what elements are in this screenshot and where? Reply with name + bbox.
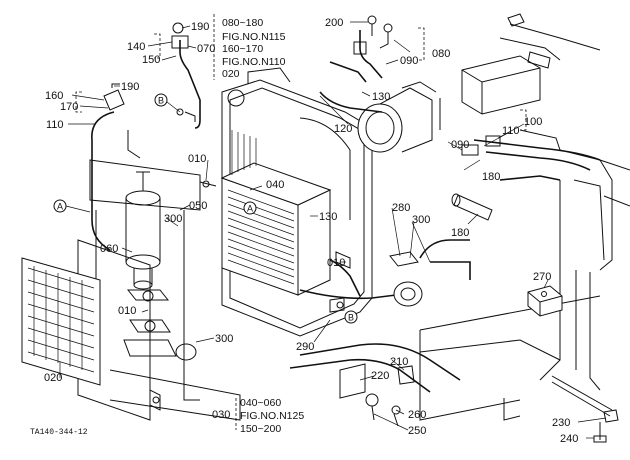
- label-250: 250: [408, 425, 426, 437]
- fasteners: [199, 180, 351, 313]
- label-040: 040: [266, 179, 284, 191]
- ref-bottom-line-1: 040~060: [240, 397, 281, 409]
- hose-left: [91, 83, 125, 251]
- label-130-center: 130: [319, 211, 337, 223]
- label-010-bottom: 010: [118, 305, 136, 317]
- ref-bottom-line-3: 150~200: [240, 423, 281, 435]
- label-070: 070: [197, 43, 215, 55]
- condenser-core: [220, 162, 332, 296]
- lower-pipes: [289, 239, 471, 393]
- tie-rod: [551, 375, 619, 443]
- label-010-top: 010: [188, 153, 206, 165]
- compressor: [357, 81, 441, 153]
- marker-b-center: [344, 310, 358, 324]
- label-010-right: 010: [327, 257, 345, 269]
- label-170: 170: [60, 101, 78, 113]
- label-150: 150: [142, 54, 160, 66]
- marker-b-center-label: B: [348, 313, 354, 323]
- marker-b-top-label: B: [158, 96, 164, 106]
- ref-top-line-1: 080~180: [222, 17, 263, 29]
- label-210: 210: [390, 356, 408, 368]
- ref-top-line-3: 160~170: [222, 43, 263, 55]
- label-300-top: 300: [164, 213, 182, 225]
- ref-top-line-5: 020: [222, 68, 240, 80]
- left-frame: [77, 130, 241, 421]
- label-180-bottom: 180: [451, 227, 469, 239]
- label-130-top: 130: [372, 91, 390, 103]
- reference-note-top: 080~180 FIG.NO.N115 160~170 FIG.NO.N110 …: [222, 17, 286, 80]
- label-240: 240: [560, 433, 578, 445]
- marker-b-top: [154, 93, 168, 107]
- ref-top-line-2: FIG.NO.N115: [222, 31, 286, 43]
- part-labels: 190 140 150 070 190 160 170 110 010 040 …: [44, 17, 578, 445]
- radiator-fins: [231, 130, 257, 175]
- right-frame: [419, 129, 630, 421]
- air-screen: [21, 257, 101, 386]
- reference-note-bottom: 040~060 FIG.NO.N125 150~200: [240, 397, 304, 435]
- label-030: 030: [212, 409, 230, 421]
- label-020: 020: [44, 372, 62, 384]
- label-300-bottom: 300: [215, 333, 233, 345]
- label-080: 080: [432, 48, 450, 60]
- label-270: 270: [533, 271, 551, 283]
- ref-top-line-4: FIG.NO.N110: [222, 56, 286, 68]
- marker-a-center: [243, 201, 257, 215]
- rubber-tube: [451, 193, 493, 221]
- label-190-top: 190: [191, 21, 209, 33]
- ref-bottom-line-2: FIG.NO.N125: [240, 410, 304, 422]
- label-230: 230: [552, 417, 570, 429]
- marker-a-left-label: A: [57, 202, 63, 212]
- right-upper-assembly: [461, 13, 601, 115]
- top-hoses: [319, 15, 393, 113]
- label-050: 050: [189, 200, 207, 212]
- label-090-top: 090: [400, 55, 418, 67]
- label-160: 160: [45, 90, 63, 102]
- label-100: 100: [524, 116, 542, 128]
- drier-brackets: [123, 289, 197, 361]
- label-280: 280: [392, 202, 410, 214]
- label-060: 060: [100, 243, 118, 255]
- label-200: 200: [325, 17, 343, 29]
- label-190-left: 190: [121, 81, 139, 93]
- label-090-right: 090: [451, 139, 469, 151]
- block-270: [527, 285, 563, 317]
- label-110-right: 110: [502, 125, 520, 137]
- receiver-drier: [125, 171, 161, 290]
- lower-clamps: [339, 363, 415, 427]
- label-180-right: 180: [482, 171, 500, 183]
- label-300-right: 300: [412, 214, 430, 226]
- label-140: 140: [127, 41, 145, 53]
- callout-brackets: [75, 14, 527, 430]
- label-290: 290: [296, 341, 314, 353]
- label-260: 260: [408, 409, 426, 421]
- marker-a-center-label: A: [247, 204, 253, 214]
- label-120: 120: [334, 123, 352, 135]
- pipe-upper-left: [171, 22, 201, 129]
- drawing-code: TA140-344-12: [30, 428, 88, 437]
- label-110-left: 110: [46, 119, 64, 131]
- label-220: 220: [371, 370, 389, 382]
- marker-group: A B A B: [53, 93, 358, 324]
